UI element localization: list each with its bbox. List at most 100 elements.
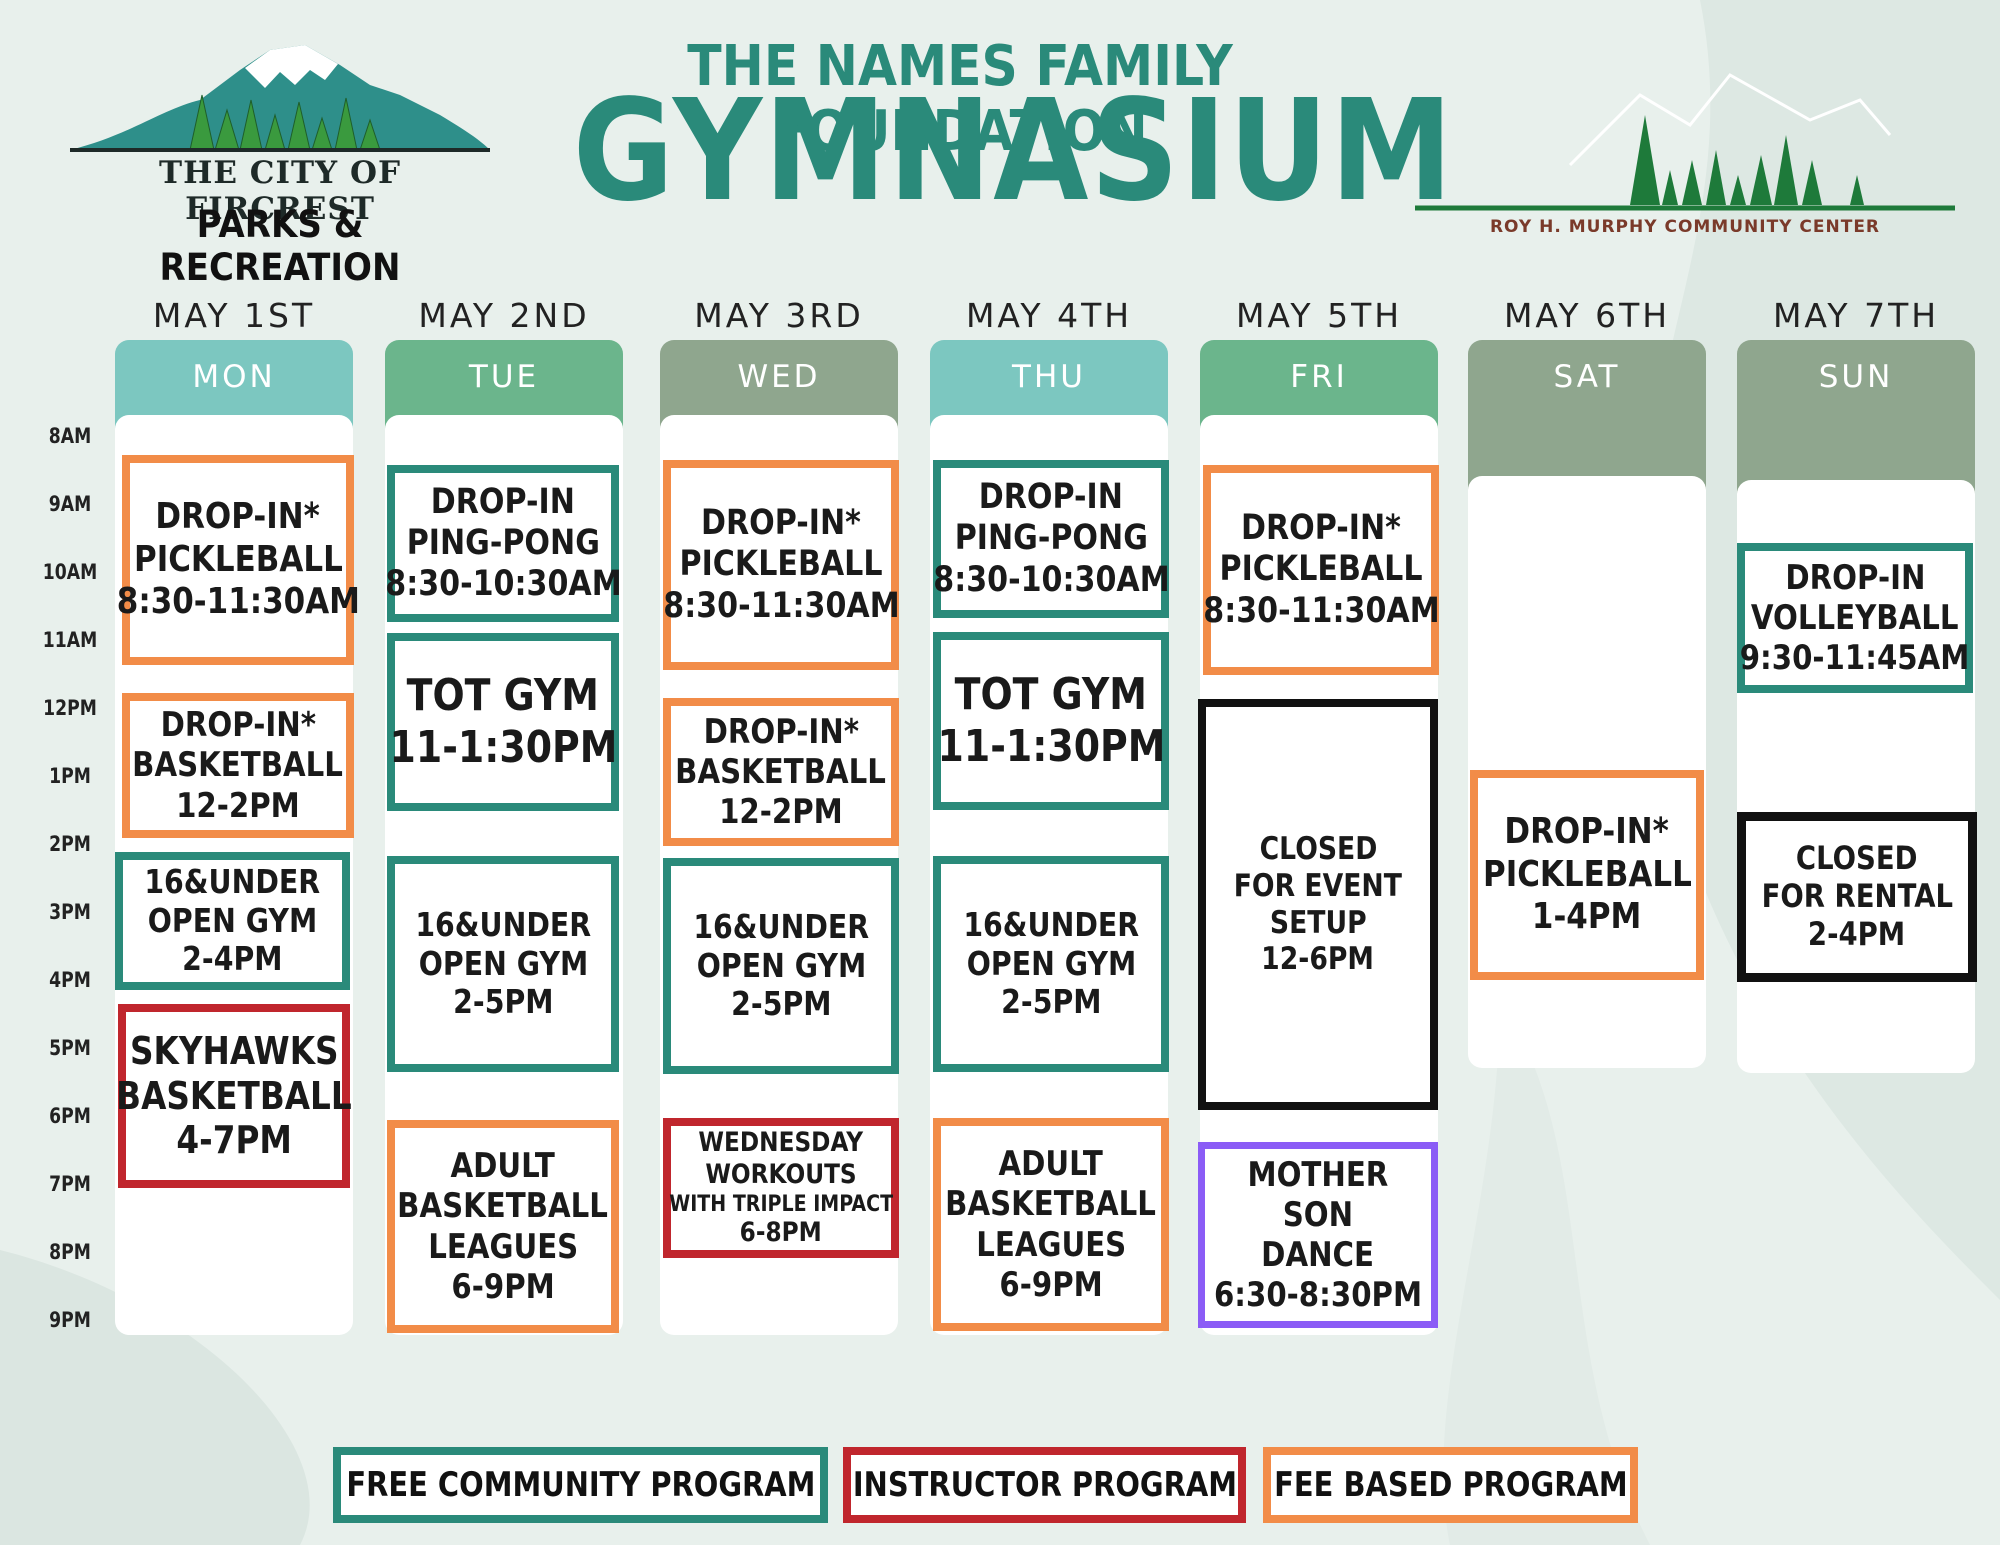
day-header-mon: MON [115, 340, 353, 429]
fircrest-parks-logo: THE CITY OF FIRCREST PARKS & RECREATION [70, 40, 490, 289]
day-header-fri: FRI [1200, 340, 1438, 429]
event-text: BASKETBALL [397, 1186, 609, 1227]
day-header-tue: TUE [385, 340, 623, 429]
event-text: DROP-IN* [701, 503, 861, 544]
event-text: TOT GYM [406, 670, 600, 722]
event-text: DROP-IN* [703, 711, 859, 752]
event-text: 11-1:30PM [937, 721, 1165, 772]
event-text: 4-7PM [176, 1118, 292, 1163]
event-text: 9:30-11:45AM [1740, 638, 1970, 679]
day-header-sat: SAT [1468, 340, 1706, 490]
event-text: PICKLEBALL [1219, 549, 1423, 590]
event-text: ADULT [450, 1146, 556, 1187]
event-text: LEAGUES [975, 1224, 1127, 1265]
event-text: BASKETBALL [675, 751, 887, 792]
pine-trees-icon [1415, 73, 1955, 211]
event-text: DROP-IN* [155, 496, 321, 538]
event-text: SON [1282, 1194, 1354, 1235]
legend-label: FREE COMMUNITY PROGRAM [345, 1465, 816, 1505]
event-text: 8:30-11:30AM [662, 585, 900, 626]
event-text: MOTHER [1247, 1154, 1389, 1195]
event-text: 12-6PM [1261, 941, 1375, 978]
event-text: 8:30-10:30AM [932, 559, 1170, 600]
event-text: PICKLEBALL [1482, 853, 1692, 895]
date-label: MAY 1ST [152, 296, 316, 335]
event-text: WEDNESDAY [698, 1127, 864, 1159]
legend-item-free: FREE COMMUNITY PROGRAM [333, 1447, 828, 1523]
event-text: 2-5PM [452, 982, 554, 1022]
event-text: DROP-IN [430, 481, 576, 522]
event-text: PING-PONG [954, 518, 1148, 559]
event-text: BASKETBALL [945, 1184, 1157, 1225]
legend-item-instructor: INSTRUCTOR PROGRAM [843, 1447, 1246, 1523]
time-label: 3PM [49, 900, 91, 924]
event-text: DROP-IN* [1241, 508, 1401, 549]
event-text: 6:30-8:30PM [1213, 1275, 1423, 1316]
event-text: DROP-IN* [1504, 811, 1670, 853]
community-center-logo: ROY H. MURPHY COMMUNITY CENTER [1410, 65, 1960, 245]
event-text: SKYHAWKS [129, 1028, 339, 1073]
time-label: 11AM [42, 628, 98, 652]
event-text: 6-8PM [739, 1216, 823, 1248]
date-label: MAY 6TH [1503, 296, 1671, 335]
legend-item-fee: FEE BASED PROGRAM [1263, 1447, 1638, 1523]
date-label: MAY 4TH [965, 296, 1133, 335]
event-text: 16&UNDER [415, 904, 591, 944]
time-label: 2PM [49, 832, 91, 856]
event-text: FOR EVENT [1233, 867, 1403, 904]
event-text: 2-4PM [1808, 914, 1906, 953]
time-label: 1PM [49, 764, 91, 788]
time-label: 5PM [49, 1036, 91, 1060]
event-text: 12-2PM [176, 785, 300, 826]
event-text: TOT GYM [954, 669, 1148, 721]
event-text: 8:30-11:30AM [116, 581, 360, 623]
date-label: MAY 5TH [1235, 296, 1403, 335]
legend-label: FEE BASED PROGRAM [1273, 1465, 1628, 1505]
community-center-name: ROY H. MURPHY COMMUNITY CENTER [1489, 217, 1881, 237]
event-text: WITH TRIPLE IMPACT [669, 1190, 893, 1217]
time-label: 6PM [49, 1104, 91, 1128]
date-label: MAY 2ND [418, 296, 590, 335]
logo-department-name: PARKS & RECREATION [159, 203, 401, 289]
event-text: 6-9PM [451, 1266, 555, 1307]
time-label: 4PM [49, 968, 91, 992]
event-text: VOLLEYBALL [1751, 597, 1959, 638]
time-label: 9PM [49, 1308, 91, 1332]
event-text: DANCE [1261, 1235, 1375, 1275]
date-label: MAY 3RD [694, 296, 864, 335]
time-label: 12PM [43, 696, 97, 720]
event-text: 2-4PM [182, 939, 283, 979]
event-text: PICKLEBALL [133, 538, 343, 580]
page-title: GYMNASIUM [572, 70, 1455, 233]
event-text: DROP-IN [1784, 557, 1926, 598]
event-text: OPEN GYM [966, 943, 1136, 983]
event-text: 2-5PM [1000, 982, 1102, 1022]
event-text: 16&UNDER [693, 906, 869, 946]
event-text: WORKOUTS [705, 1159, 857, 1190]
event-text: 16&UNDER [144, 861, 321, 901]
event-text: CLOSED [1796, 839, 1918, 878]
title-foundation: THE NAMES FAMILY FOUNDATION [687, 34, 1233, 164]
